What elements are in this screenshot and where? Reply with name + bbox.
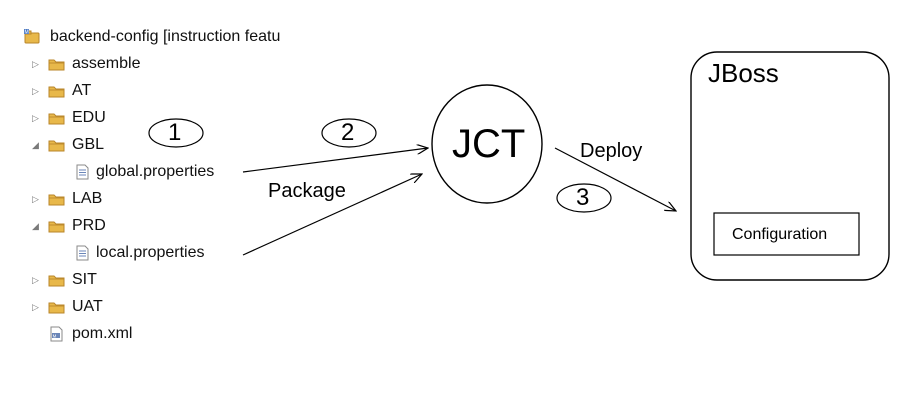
configuration-box <box>713 212 860 256</box>
arrow-global-to-jct <box>242 148 428 173</box>
project-icon: M <box>24 29 40 44</box>
tree-root-label: backend-config [instruction featu <box>50 28 281 45</box>
collapsed-arrow-icon[interactable]: ▷ <box>32 113 39 123</box>
tree-item-label: EDU <box>72 109 106 126</box>
collapsed-arrow-icon[interactable]: ▷ <box>32 59 39 69</box>
tree-item-label: GBL <box>72 136 105 153</box>
tree-item-label: AT <box>72 82 92 99</box>
jct-label: JCT <box>452 122 526 166</box>
tree-item-label: global.properties <box>96 163 215 180</box>
tree-item-label: local.properties <box>96 244 205 261</box>
svg-text:M: M <box>25 30 29 36</box>
step-3-ellipse <box>556 183 612 213</box>
collapsed-arrow-icon[interactable]: ▷ <box>32 302 39 312</box>
tree-item-label: SIT <box>72 271 97 288</box>
deploy-label: Deploy <box>580 140 643 162</box>
tree-item-label: PRD <box>72 217 106 234</box>
tree-item-label: UAT <box>72 298 103 315</box>
expanded-arrow-icon[interactable]: ◢ <box>32 221 39 231</box>
collapsed-arrow-icon[interactable]: ▷ <box>32 194 39 204</box>
arrow-jct-to-jboss <box>554 147 676 211</box>
expanded-arrow-icon[interactable]: ◢ <box>32 140 39 150</box>
step-1-ellipse <box>148 118 204 148</box>
tree-item-label: pom.xml <box>72 325 133 342</box>
collapsed-arrow-icon[interactable]: ▷ <box>32 275 39 285</box>
package-label: Package <box>268 180 346 202</box>
arrow-local-to-jct <box>242 174 422 256</box>
collapsed-arrow-icon[interactable]: ▷ <box>32 86 39 96</box>
configuration-label: Configuration <box>732 226 828 243</box>
svg-text:M: M <box>53 333 57 338</box>
tree-item-label: LAB <box>72 190 103 207</box>
step-1-label: 1 <box>168 119 182 146</box>
tree-item-label: assemble <box>72 55 141 72</box>
step-3-label: 3 <box>576 184 590 211</box>
jct-node <box>431 84 543 204</box>
jboss-label: JBoss <box>708 58 779 88</box>
step-2-ellipse <box>321 118 377 148</box>
step-2-label: 2 <box>341 119 355 146</box>
